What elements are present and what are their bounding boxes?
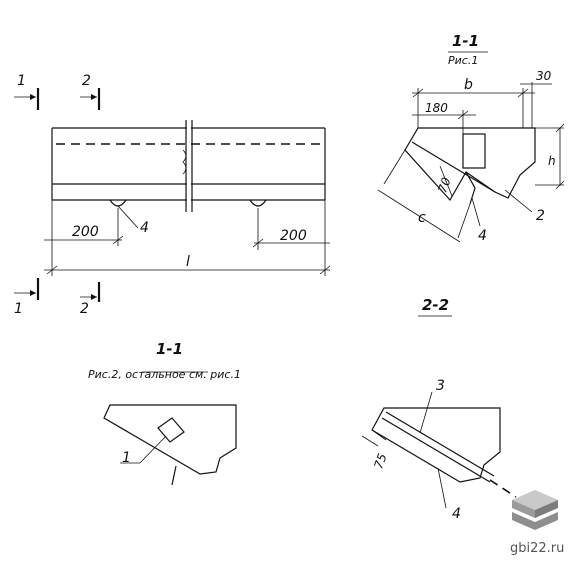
dim-200-left: 200	[72, 224, 99, 240]
fig2-title: 1-1	[156, 340, 183, 358]
watermark-site: gbi22.ru	[510, 541, 565, 556]
fig1-dim-c: c	[418, 210, 426, 226]
dim-200-right: 200	[280, 228, 307, 244]
section-2-2-callout-4: 4	[452, 506, 461, 522]
section-mark-2-top: 2	[82, 73, 91, 89]
fig1-dim-180: 180	[425, 101, 448, 115]
fig1-title: 1-1	[452, 32, 479, 50]
gbi22-logo	[500, 470, 570, 570]
section-mark-1-top: 1	[17, 73, 26, 89]
main-callout-4: 4	[140, 220, 149, 236]
section-1-1-fig2: 1-1 Рис.2, остальное см. рис.1 1	[88, 340, 241, 486]
fig1-callout-4: 4	[478, 228, 487, 244]
section-1-1-fig1: 1-1 Рис.1 b 30 180 h	[377, 32, 565, 244]
fig1-dim-b: b	[464, 77, 473, 93]
section-2-2-title: 2-2	[422, 296, 449, 314]
fig1-dim-30: 30	[536, 69, 552, 83]
fig1-subtitle: Рис.1	[448, 54, 478, 67]
section-2-2-callout-3: 3	[436, 378, 445, 394]
fig1-dim-70: 70	[435, 175, 454, 194]
fig1-callout-2: 2	[536, 208, 545, 224]
section-2-2: 2-2 75 3 4	[361, 296, 517, 522]
main-beam-view: 4 1 2 1 2 200 200 l	[14, 73, 331, 317]
fig1-dim-h: h	[548, 154, 556, 168]
dim-length-l: l	[186, 254, 190, 270]
section-mark-2-bottom: 2	[80, 301, 89, 317]
fig2-subtitle: Рис.2, остальное см. рис.1	[88, 368, 241, 381]
section-2-2-dim-75: 75	[371, 452, 389, 471]
fig2-callout-1: 1	[122, 450, 131, 466]
section-mark-1-bottom: 1	[14, 301, 23, 317]
